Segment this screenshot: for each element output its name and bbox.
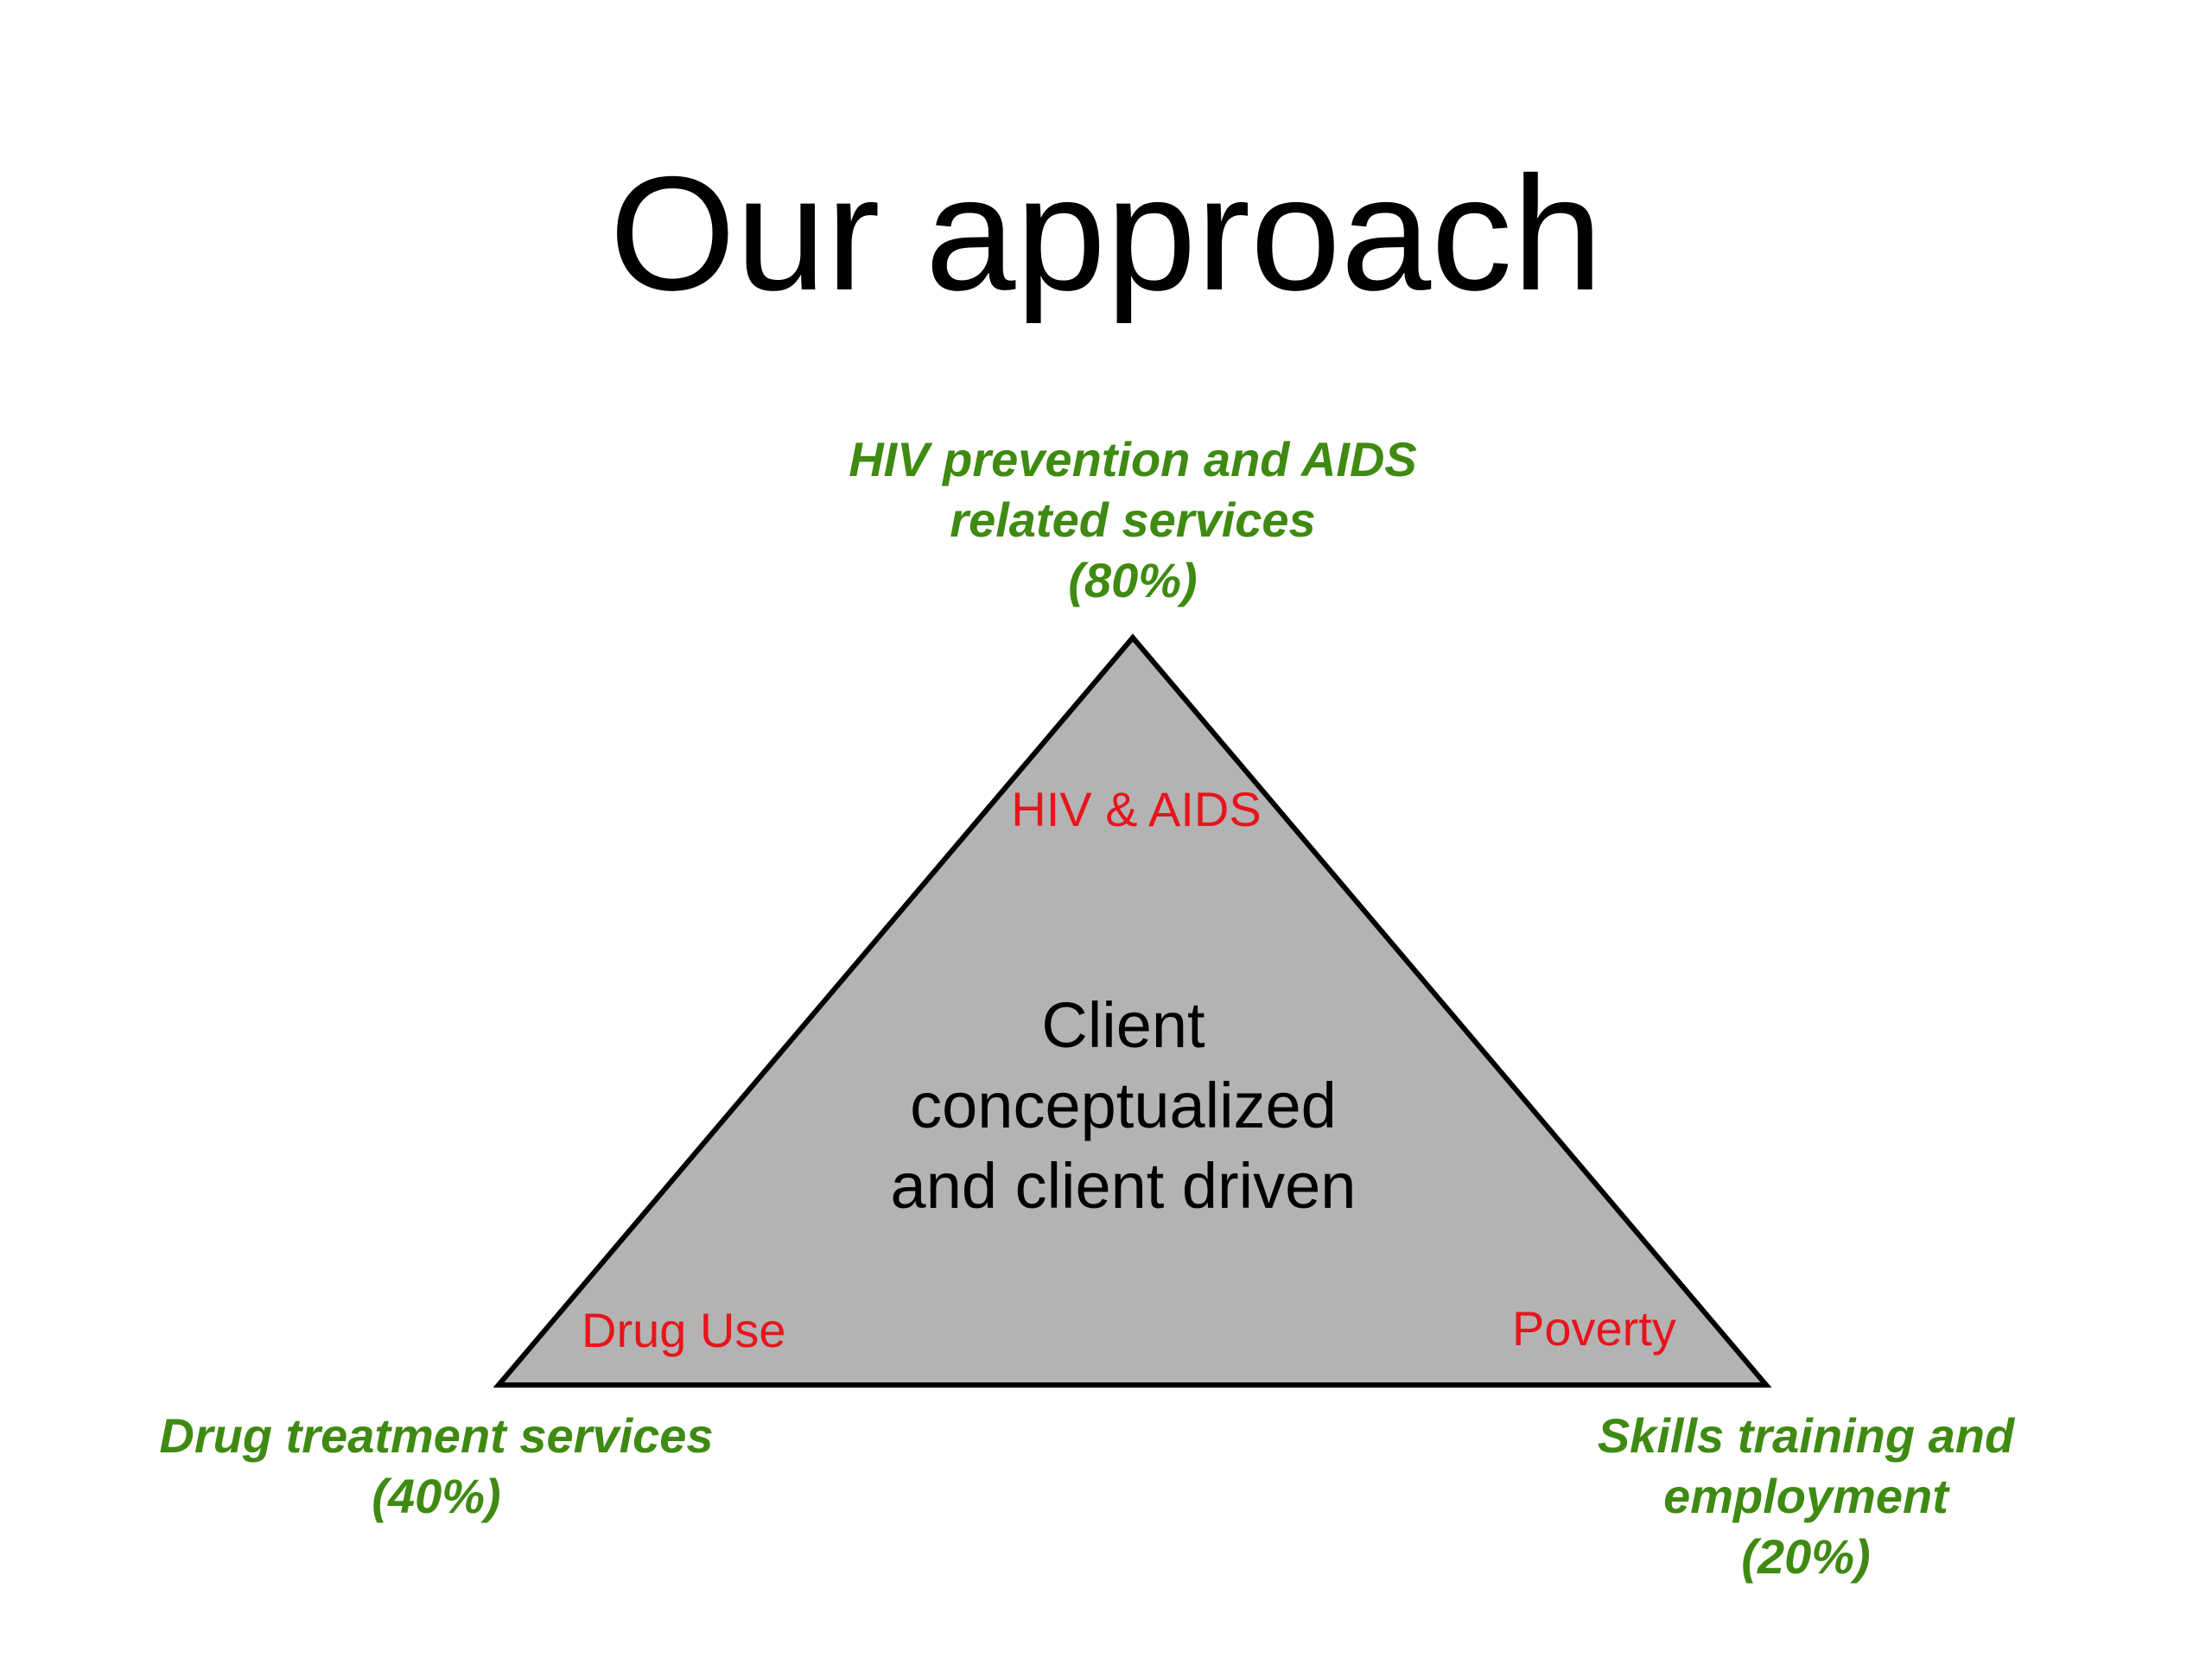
- top-service-line-3: (80%): [1068, 553, 1198, 607]
- right-service-line-3: (20%): [1741, 1529, 1871, 1584]
- slide-title: Our approach: [609, 143, 1603, 324]
- top-service-line-1: HIV prevention and AIDS: [849, 432, 1417, 486]
- center-text: Client conceptualized and client driven: [847, 985, 1400, 1226]
- right-service-label: Skills training and employment (20%): [1460, 1406, 2152, 1587]
- center-text-line-2: conceptualized: [910, 1070, 1337, 1141]
- issue-label-right: Poverty: [1512, 1301, 1676, 1356]
- center-text-line-3: and client driven: [890, 1150, 1357, 1222]
- left-service-line-2: (40%): [372, 1469, 501, 1523]
- center-text-line-1: Client: [1041, 989, 1205, 1061]
- approach-triangle: [493, 633, 1772, 1388]
- top-service-label: HIV prevention and AIDS related services…: [787, 429, 1478, 611]
- issue-label-top: HIV & AIDS: [1011, 782, 1262, 836]
- top-service-line-2: related services: [950, 492, 1316, 547]
- right-service-line-1: Skills training and: [1597, 1408, 2015, 1463]
- issue-label-left: Drug Use: [582, 1303, 786, 1357]
- left-service-label: Drug treatment services (40%): [91, 1406, 782, 1527]
- right-service-line-2: employment: [1663, 1469, 1948, 1523]
- left-service-line-1: Drug treatment services: [159, 1408, 714, 1463]
